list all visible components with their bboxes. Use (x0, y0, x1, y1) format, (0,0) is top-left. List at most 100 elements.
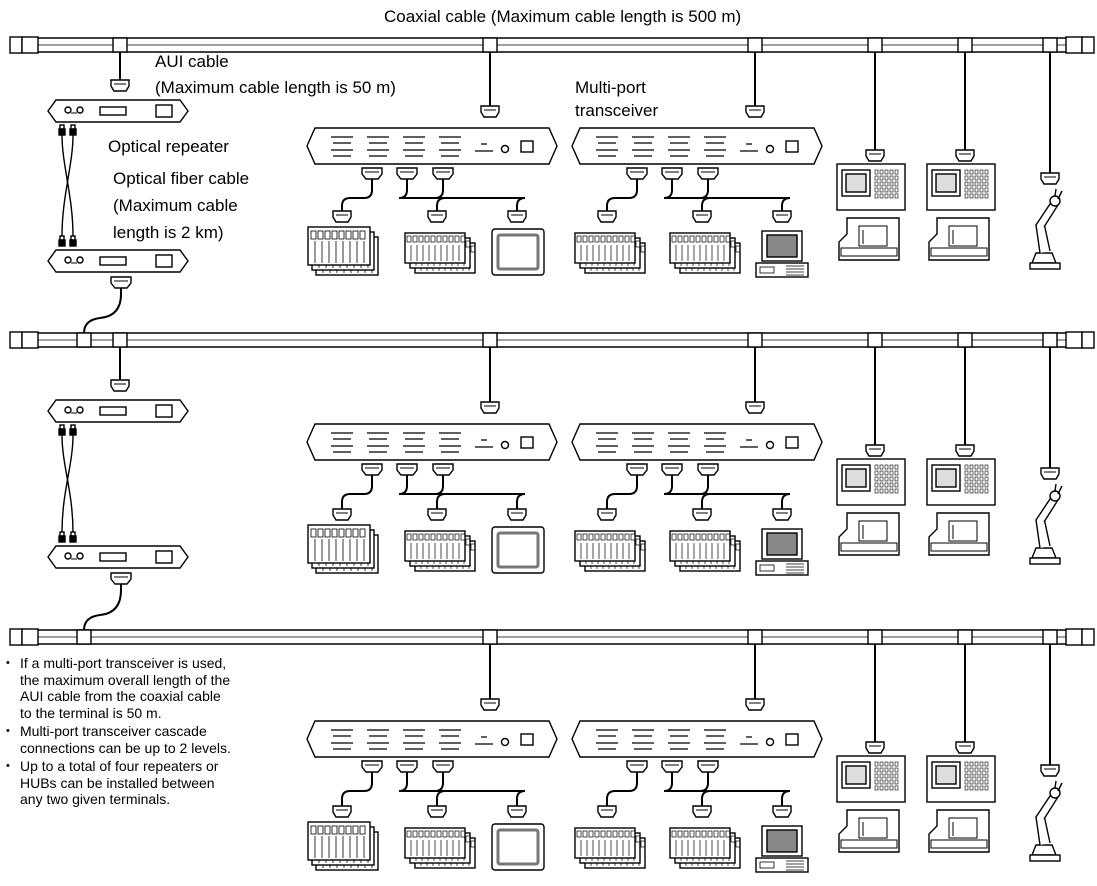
aui-connector (772, 805, 792, 818)
fiber-max-length-label: (Maximum cable (113, 196, 238, 215)
aui-connector (692, 210, 712, 223)
aui-connector (745, 105, 765, 118)
plc-unit-icon (404, 530, 476, 572)
aui-connector (432, 463, 454, 476)
transceiver-tap (482, 37, 498, 53)
note-item: If a multi-port transceiver is used, the… (6, 655, 306, 721)
note-line: any two given terminals. (20, 791, 171, 807)
coaxial-cable (9, 331, 1095, 349)
optical-fiber-cable-label: Optical fiber cable (113, 169, 250, 188)
robot-arm-icon (1029, 483, 1063, 565)
transceiver-tap (76, 332, 92, 348)
note-item: Up to a total of four repeaters or HUBs … (6, 758, 306, 808)
plc-rack-icon (307, 524, 379, 574)
coaxial-cable (9, 628, 1095, 646)
transceiver-tap (747, 629, 763, 645)
optical-fiber-cable (58, 124, 77, 247)
optical-repeater-label: Optical repeater (108, 137, 229, 156)
multiport-transceiver (571, 720, 823, 758)
plc-unit-icon (404, 232, 476, 274)
aui-connector (661, 760, 683, 773)
plc-unit-icon (669, 530, 741, 572)
multiport-transceiver (571, 127, 823, 165)
plc-unit-icon (574, 530, 646, 572)
transceiver-tap (112, 332, 128, 348)
transceiver-tap (957, 629, 973, 645)
cnc-machine-icon (926, 458, 996, 556)
aui-connector (865, 149, 885, 162)
aui-connector (110, 79, 130, 92)
note-line: Up to a total of four repeaters or (20, 758, 219, 774)
optical-repeater (47, 545, 189, 569)
coaxial-cable-label: Coaxial cable (Maximum cable length is 5… (384, 7, 742, 26)
aui-connector (661, 167, 683, 180)
aui-connector (110, 379, 130, 392)
transceiver-tap (112, 37, 128, 53)
aui-connector (597, 210, 617, 223)
plc-unit-icon (574, 827, 646, 869)
multiport-transceiver-label: Multi-port (575, 78, 646, 97)
aui-connector (427, 508, 447, 521)
plc-unit-icon (404, 827, 476, 869)
fiber-max-length-value-label: length is 2 km) (113, 223, 224, 242)
transceiver-tap (1042, 37, 1058, 53)
aui-connector (626, 463, 648, 476)
aui-connector (1040, 467, 1060, 480)
aui-connector (332, 210, 352, 223)
multiport-transceiver (306, 720, 558, 758)
optical-repeater (47, 249, 189, 273)
multiport-transceiver (571, 423, 823, 461)
aui-connector (745, 401, 765, 414)
aui-connector (396, 167, 418, 180)
aui-connector (432, 167, 454, 180)
aui-connector (955, 149, 975, 162)
note-line: HUBs can be installed between (20, 774, 215, 791)
coaxial-cable (9, 36, 1095, 54)
aui-connector (597, 508, 617, 521)
aui-connector (597, 805, 617, 818)
aui-connector (697, 463, 719, 476)
cnc-machine-icon (836, 163, 906, 261)
transceiver-tap (867, 332, 883, 348)
plc-rack-icon (307, 226, 379, 276)
note-line: the maximum overall length of the (20, 671, 231, 688)
transceiver-tap (747, 37, 763, 53)
aui-connector (507, 210, 527, 223)
note-line: Multi-port transceiver cascade (20, 723, 207, 739)
aui-connector (626, 167, 648, 180)
aui-connector (480, 698, 500, 711)
personal-computer-icon (755, 230, 809, 278)
cnc-machine-icon (836, 755, 906, 853)
transceiver-tap (747, 332, 763, 348)
personal-computer-icon (755, 825, 809, 873)
cnc-machine-icon (926, 755, 996, 853)
multiport-transceiver-label-2: transceiver (575, 101, 659, 120)
aui-cable-length-label: (Maximum cable length is 50 m) (155, 78, 396, 97)
notes-list: If a multi-port transceiver is used, the… (6, 655, 306, 810)
robot-arm-icon (1029, 780, 1063, 862)
optical-fiber-cable (58, 424, 77, 543)
optical-repeater (47, 99, 189, 123)
aui-connector (110, 572, 132, 585)
aui-connector (865, 741, 885, 754)
aui-connector (110, 276, 132, 289)
multiport-transceiver (306, 127, 558, 165)
note-line: If a multi-port transceiver is used, (20, 655, 227, 671)
aui-connector (772, 508, 792, 521)
aui-connector (955, 444, 975, 457)
aui-connector (361, 760, 383, 773)
transceiver-tap (1042, 332, 1058, 348)
note-line: connections can be up to 2 levels. (20, 739, 231, 756)
aui-connector (661, 463, 683, 476)
cnc-machine-icon (836, 458, 906, 556)
display-monitor-icon (491, 526, 545, 574)
aui-connector (626, 760, 648, 773)
aui-connector (772, 210, 792, 223)
aui-connector (480, 105, 500, 118)
plc-unit-icon (669, 232, 741, 274)
aui-connector (1040, 764, 1060, 777)
aui-connector (507, 805, 527, 818)
aui-connector (427, 210, 447, 223)
aui-cable-label: AUI cable (155, 52, 229, 71)
personal-computer-icon (755, 528, 809, 576)
